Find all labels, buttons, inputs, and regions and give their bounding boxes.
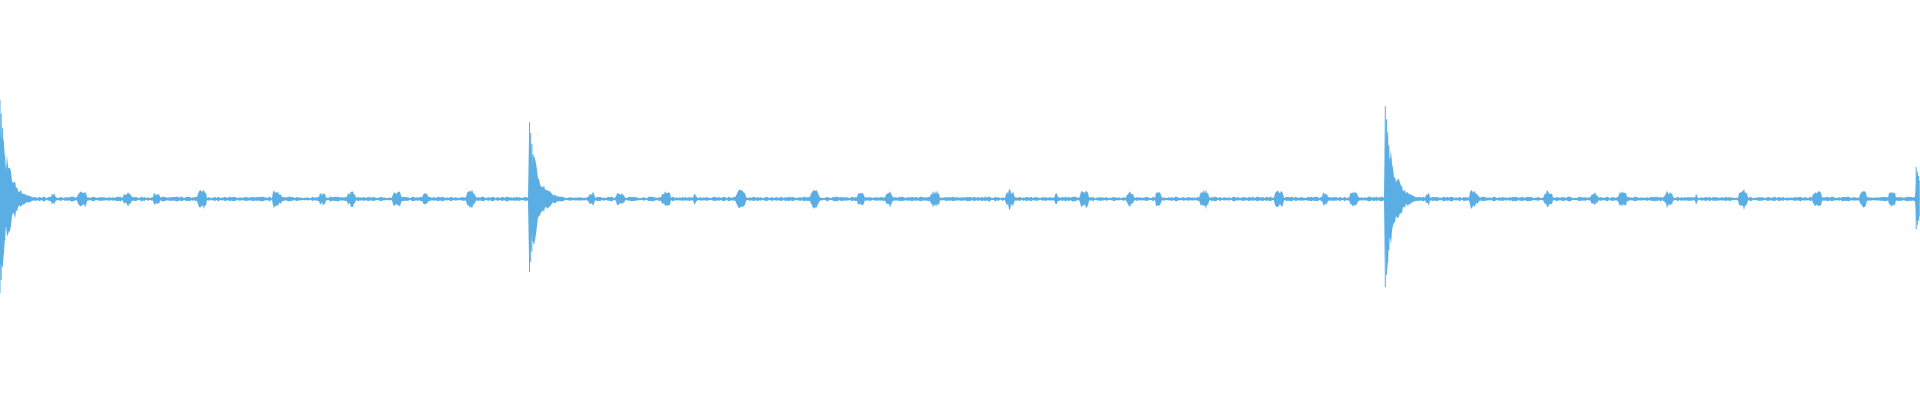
waveform-envelope — [0, 103, 1919, 281]
waveform-trace — [0, 99, 1920, 294]
